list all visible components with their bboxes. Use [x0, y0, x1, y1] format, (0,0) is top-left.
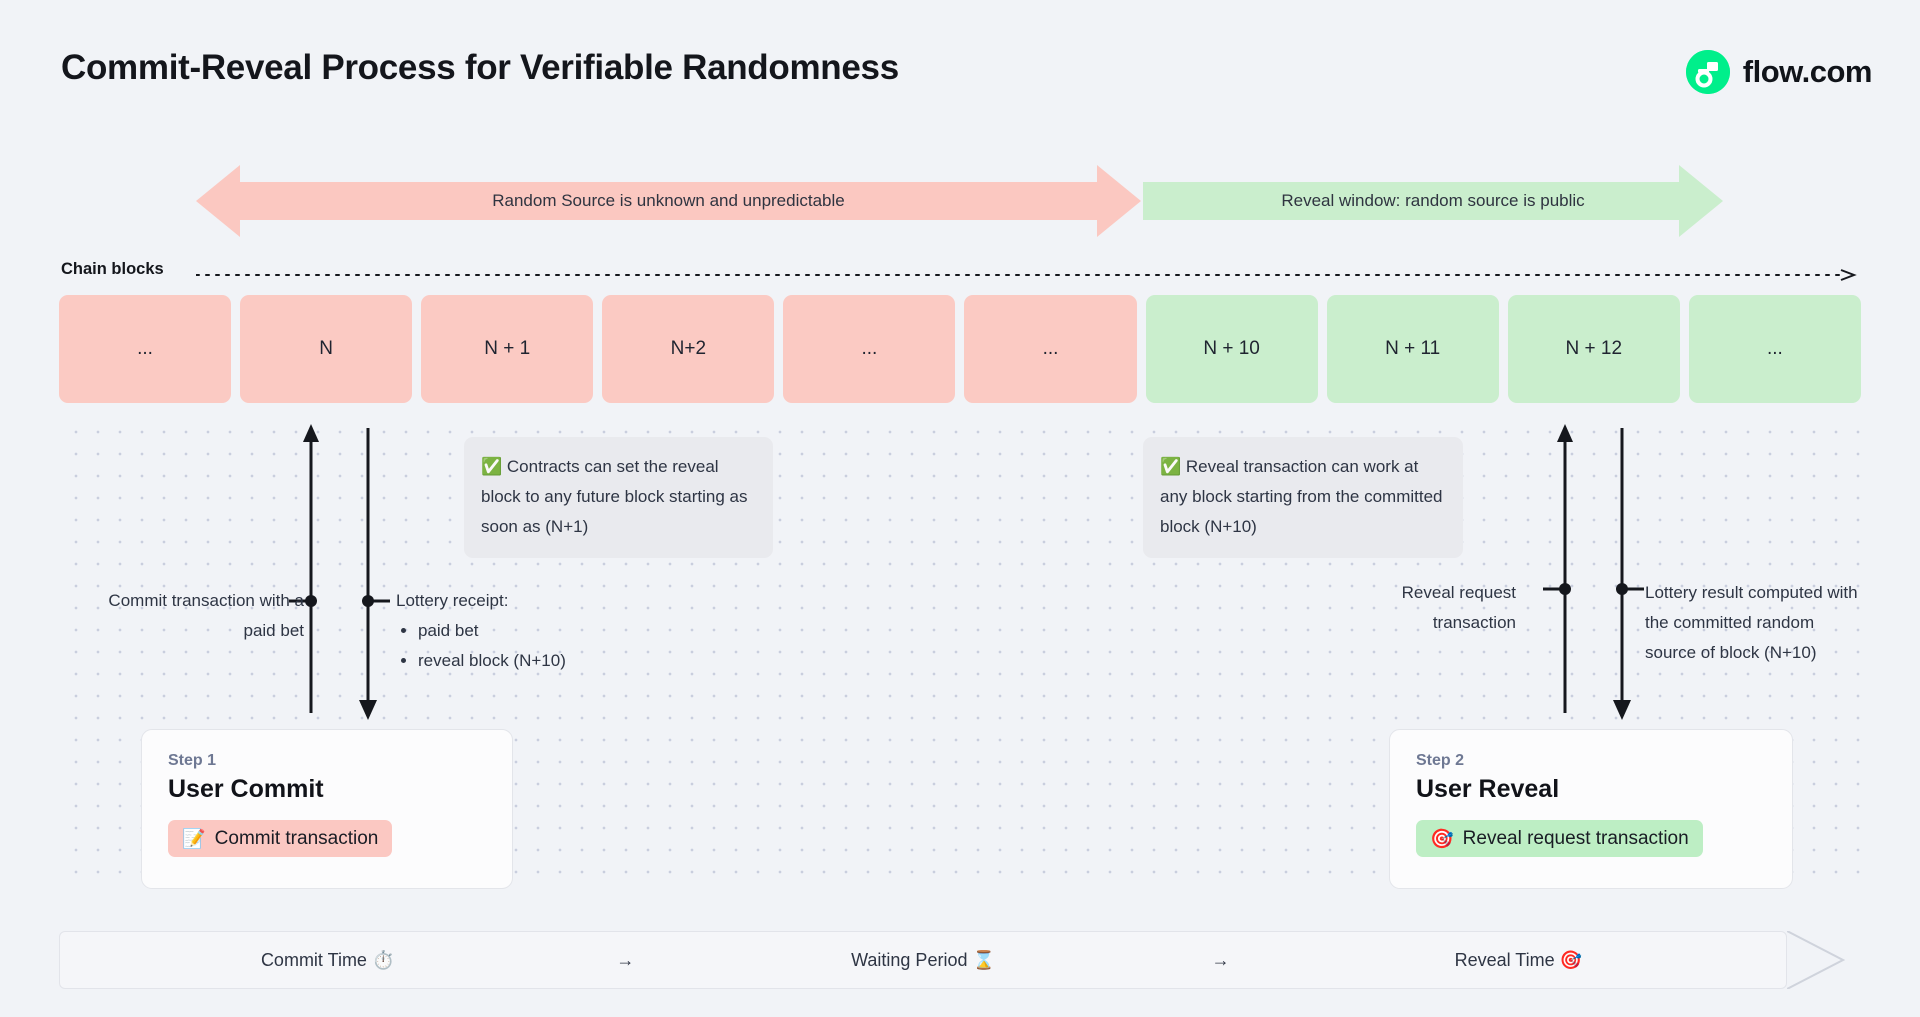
- chain-block[interactable]: N: [240, 295, 413, 403]
- commit-transaction-pill-label: Commit transaction: [214, 827, 379, 849]
- brand-name: flow.com: [1742, 54, 1873, 89]
- flow-logo-icon: [1685, 50, 1730, 94]
- flow-brand-logo: flow.com: [1685, 50, 1873, 94]
- timeline-arrow-icon: →: [1211, 949, 1230, 970]
- bottom-timeline-bar: Commit Time ⏱️ → Waiting Period ⌛ → Reve…: [59, 931, 1787, 989]
- chain-block[interactable]: ...: [1688, 295, 1861, 403]
- direct-hit-icon: 🎯: [1430, 828, 1454, 850]
- callout-reveal-note: ✅ Reveal transaction can work at any blo…: [1143, 437, 1463, 558]
- phase-banner-row: Random Source is unknown and unpredictab…: [0, 165, 1920, 237]
- chain-block[interactable]: ...: [964, 295, 1137, 403]
- step-card-title: User Commit: [168, 775, 324, 803]
- callout-commit-note: ✅ Contracts can set the reveal block to …: [464, 437, 773, 558]
- list-item: paid bet: [418, 616, 656, 646]
- chain-block[interactable]: N + 11: [1326, 295, 1499, 403]
- callout-commit-note-text: Contracts can set the reveal block to an…: [481, 457, 748, 536]
- reveal-request-transaction-pill[interactable]: 🎯 Reveal request transaction: [1416, 820, 1703, 857]
- chain-blocks-label: Chain blocks: [61, 260, 164, 278]
- chain-block[interactable]: N + 10: [1145, 295, 1318, 403]
- phase-banner-unknown: Random Source is unknown and unpredictab…: [196, 165, 1141, 237]
- timeline-phase-waiting-period-label: Waiting Period: [851, 949, 968, 970]
- reveal-request-transaction-pill-label: Reveal request transaction: [1462, 827, 1689, 849]
- memo-icon: 📝: [182, 828, 206, 850]
- timeline-phase-commit-time: Commit Time ⏱️: [60, 950, 595, 971]
- annotation-lottery-result: Lottery result computed with the committ…: [1645, 583, 1858, 662]
- chain-block[interactable]: N + 12: [1507, 295, 1680, 403]
- step-card-step-label: Step 1: [168, 752, 217, 769]
- page-title: Commit-Reveal Process for Verifiable Ran…: [61, 48, 899, 87]
- annotation-lottery-receipt-title: Lottery receipt:: [396, 591, 509, 610]
- annotation-reveal-request: Reveal request transaction: [1401, 583, 1516, 632]
- annotation-commit-transaction: Commit transaction with a paid bet: [108, 591, 304, 640]
- timeline-phase-waiting-period: Waiting Period ⌛: [655, 950, 1190, 971]
- white-check-mark-icon: ✅: [481, 457, 503, 477]
- chain-block[interactable]: N+2: [602, 295, 775, 403]
- chain-block[interactable]: ...: [783, 295, 956, 403]
- chain-blocks-row: ... N N + 1 N+2 ... ... N + 10 N + 11 N …: [59, 295, 1861, 403]
- timeline-phase-reveal-time-label: Reveal Time: [1454, 949, 1555, 970]
- bottom-timeline: Commit Time ⏱️ → Waiting Period ⌛ → Reve…: [59, 931, 1845, 989]
- direct-hit-icon: 🎯: [1559, 949, 1583, 971]
- chain-block[interactable]: N + 1: [421, 295, 594, 403]
- annotation-lottery-receipt: Lottery receipt: paid bet reveal block (…: [396, 586, 656, 676]
- timeline-phase-reveal-time: Reveal Time 🎯: [1251, 950, 1786, 971]
- phase-banner-reveal-label: Reveal window: random source is public: [1281, 191, 1585, 210]
- step-card-title: User Reveal: [1416, 775, 1560, 803]
- connector-lines: [289, 424, 1644, 720]
- step-card-user-reveal[interactable]: Step 2 User Reveal 🎯 Reveal request tran…: [1389, 729, 1793, 889]
- white-check-mark-icon: ✅: [1160, 457, 1182, 477]
- phase-banner-reveal: Reveal window: random source is public: [1143, 165, 1723, 237]
- callout-reveal-note-text: Reveal transaction can work at any block…: [1160, 457, 1443, 536]
- timeline-arrow-icon: →: [616, 949, 635, 970]
- chain-block[interactable]: ...: [59, 295, 232, 403]
- chain-timeline-dotted-arrow: [196, 269, 1857, 281]
- phase-banner-unknown-label: Random Source is unknown and unpredictab…: [492, 191, 845, 210]
- timeline-arrow-tip: [1787, 931, 1845, 989]
- step-card-user-commit[interactable]: Step 1 User Commit 📝 Commit transaction: [141, 729, 513, 889]
- list-item: reveal block (N+10): [418, 646, 656, 676]
- timeline-phase-commit-time-label: Commit Time: [260, 949, 367, 970]
- hourglass-icon: ⌛: [972, 949, 995, 971]
- commit-transaction-pill[interactable]: 📝 Commit transaction: [168, 820, 393, 857]
- step-card-step-label: Step 2: [1416, 752, 1465, 769]
- stopwatch-icon: ⏱️: [371, 949, 395, 971]
